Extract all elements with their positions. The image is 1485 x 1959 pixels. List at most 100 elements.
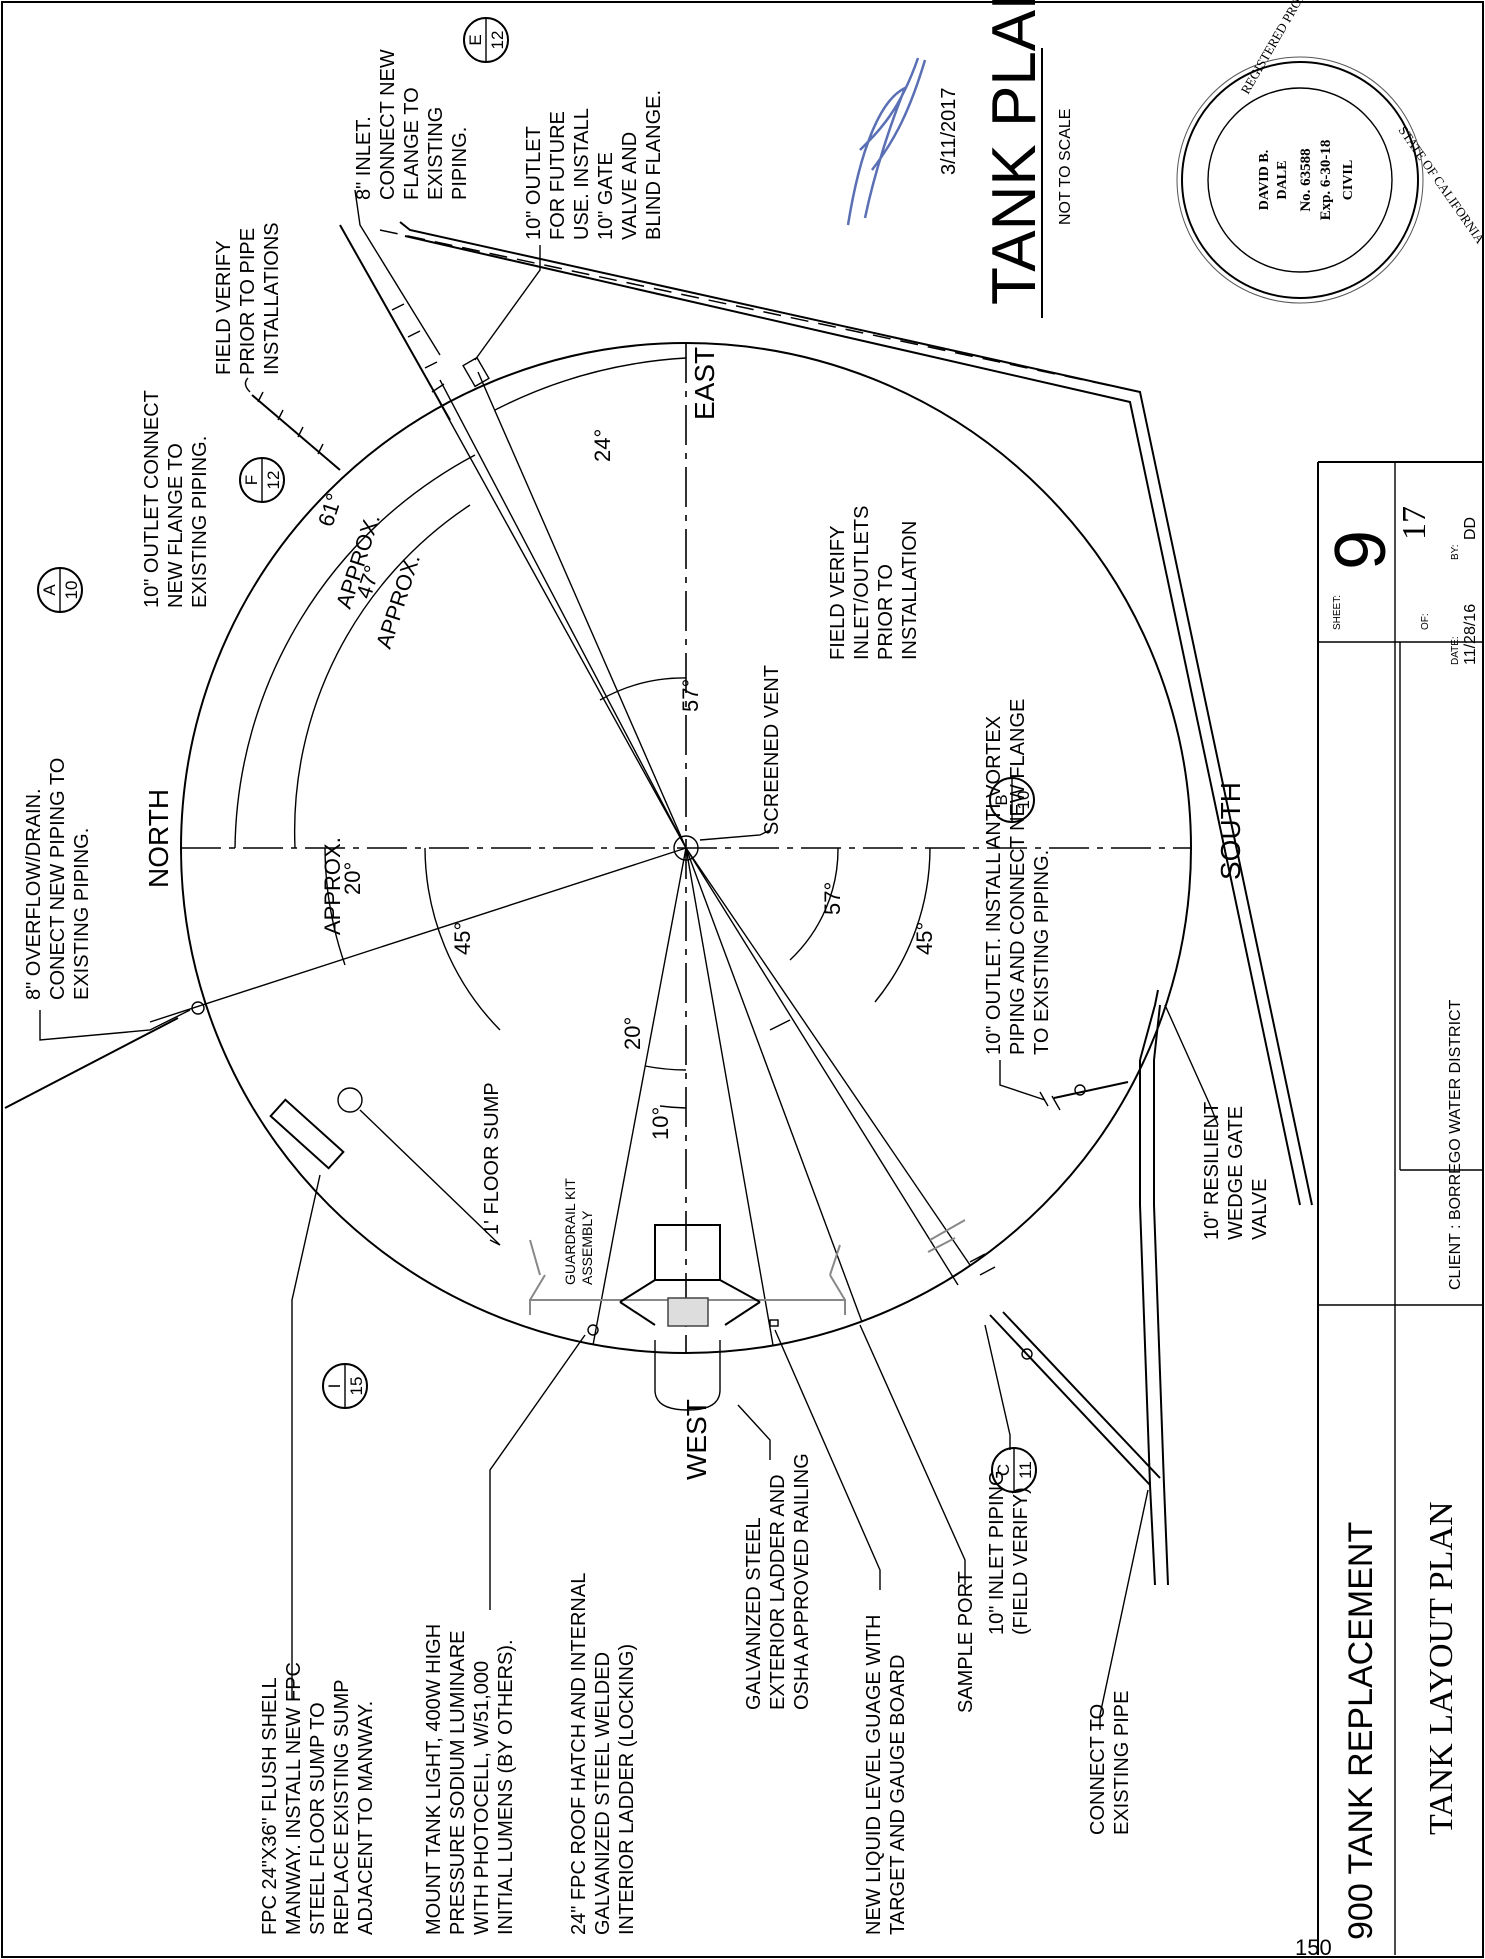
ladder-line-3: OSHA APPROVED RAILING — [791, 1453, 813, 1710]
outlet-ne-fittings — [257, 391, 324, 455]
anti-vortex-line-3: TO EXISTING PIPING. — [1031, 850, 1053, 1055]
callout-anti-vortex: 10" OUTLET. INSTALL ANTI VORTEX PIPING A… — [983, 699, 1053, 1055]
inlet-8-line-4: EXISTING — [425, 107, 447, 200]
seal-name-1: DAVID B. — [1257, 150, 1272, 210]
outlet-ne-pipe — [251, 394, 341, 471]
overflow-pipe — [4, 1017, 179, 1109]
date-label: DATE: — [1450, 636, 1461, 665]
tank-light-line-4: INITIAL LUMENS (BY OTHERS). — [495, 1639, 517, 1935]
level-gauge-line-2: TARGET AND GAUGE BOARD — [887, 1655, 909, 1935]
future-line-3: USE. INSTALL — [571, 108, 593, 240]
sheet-number: 9 — [1321, 530, 1401, 570]
drawing-title: TANK LAYOUT PLAN — [1423, 1501, 1460, 1835]
field-verify-inlets-line-3: PRIOR TO — [875, 564, 897, 660]
overflow-fitting — [191, 1001, 205, 1015]
engineer-seal: REGISTERED PROFESSIONAL ENGINEER STATE O… — [1176, 0, 1485, 304]
overflow-line-3: EXISTING PIPING. — [71, 828, 93, 1000]
arc-47 — [293, 504, 471, 849]
callout-inlet-piping: 10" INLET PIPING (FIELD VERIFY) — [986, 1470, 1032, 1635]
liquid-level-gauge — [769, 1319, 779, 1327]
label-north: NORTH — [143, 789, 174, 888]
callout-inlet-8: 8" INLET. CONNECT NEW FLANGE TO EXISTING… — [353, 49, 471, 200]
by-value: DD — [1462, 517, 1479, 540]
floor-sump-label: 1' FLOOR SUMP — [481, 1082, 503, 1235]
detail-bubble-f: F 12 — [239, 457, 285, 503]
field-verify-inlets-line-2: INLET/OUTLETS — [851, 506, 873, 660]
ladder-line-1: GALVANIZED STEEL — [743, 1517, 765, 1710]
future-line-4: 10" GATE — [595, 152, 617, 240]
title-block: 900 TANK REPLACEMENT TANK LAYOUT PLAN CL… — [1295, 461, 1483, 1959]
detail-bubble-e: E 12 — [463, 17, 509, 63]
plan-title: TANK PLAN — [980, 0, 1049, 305]
detail-a-sheet: 10 — [62, 581, 81, 600]
detail-f-letter: F — [242, 475, 261, 485]
inlet-8-line-5: PIPING. — [449, 127, 471, 200]
seal-outline — [1176, 56, 1424, 304]
project-title: 900 TANK REPLACEMENT — [1342, 1522, 1380, 1940]
seal-license: No. 63588 — [1298, 148, 1314, 211]
manway-line-2: MANWAY. INSTALL NEW FPC — [283, 1662, 305, 1935]
leader-overflow — [39, 1009, 191, 1041]
manway-line-4: REPLACE EXISTING SUMP — [331, 1679, 353, 1935]
guardrail-line-2: ASSEMBLY — [579, 1210, 595, 1285]
inlet-piping-fitting — [1021, 1348, 1033, 1360]
sample-port-label: SAMPLE PORT — [955, 1571, 977, 1713]
anti-vortex-marks — [1039, 1091, 1061, 1111]
callout-manway: FPC 24"X36" FLUSH SHELL MANWAY. INSTALL … — [259, 1662, 377, 1935]
inlet-8-line-2: CONNECT NEW — [377, 49, 399, 200]
future-outlet-valve — [462, 356, 490, 388]
arc-57-ne — [599, 677, 687, 701]
radial-ladder — [685, 847, 774, 1346]
leader-ladder — [737, 1404, 771, 1460]
connect-existing-line-2: EXISTING PIPE — [1111, 1691, 1133, 1835]
screened-vent-symbol — [673, 835, 699, 861]
callout-field-verify-pipe: FIELD VERIFY PRIOR TO PIPE INSTALLATIONS — [213, 222, 283, 375]
future-line-2: FOR FUTURE — [547, 111, 569, 240]
tank-light-line-3: WITH PHOTOCELL, W/51,000 — [471, 1661, 493, 1935]
arc-10-w — [659, 1105, 687, 1109]
label-east: EAST — [689, 347, 720, 420]
angle-45-sw: 45° — [912, 922, 937, 955]
gate-valve-pipe — [1139, 989, 1159, 1061]
callout-roof-hatch: 24" FPC ROOF HATCH AND INTERNAL GALVANIZ… — [568, 1573, 638, 1935]
leader-connect-existing — [1099, 1489, 1149, 1730]
tank-light-line-1: MOUNT TANK LIGHT, 400W HIGH — [423, 1624, 445, 1935]
leader-gate-valve — [1164, 1004, 1219, 1126]
leader-level-gauge — [774, 1329, 881, 1590]
callout-field-verify-inlets: FIELD VERIFY INLET/OUTLETS PRIOR TO INST… — [827, 506, 921, 660]
sheet-total: 17 — [1396, 506, 1433, 540]
signature-date: 3/11/2017 — [938, 88, 960, 176]
angle-57-ne: 57° — [678, 679, 703, 712]
future-line-6: BLIND FLANGE. — [643, 90, 665, 240]
callout-tank-light: MOUNT TANK LIGHT, 400W HIGH PRESSURE SOD… — [423, 1624, 517, 1935]
detail-c-sheet: 11 — [1016, 1461, 1035, 1479]
ladder-line-2: EXTERIOR LADDER AND — [767, 1474, 789, 1710]
roof-hatch-box — [654, 1224, 721, 1281]
leader-floor-sump — [359, 1109, 501, 1246]
detail-bubble-c: C 11 — [991, 1447, 1037, 1493]
callout-outlet-ne: 10" OUTLET CONNECT NEW FLANGE TO EXISTIN… — [141, 390, 211, 608]
detail-bubble-a: A 10 — [37, 567, 83, 613]
field-verify-inlets-line-1: FIELD VERIFY — [827, 526, 849, 660]
leader-screened-vent — [699, 829, 771, 841]
connect-pipe-inner — [1153, 1004, 1169, 1586]
ladder-frame — [619, 1279, 761, 1326]
seal-ring-text-2: STATE OF CALIFORNIA — [1396, 123, 1485, 247]
roof-hatch-line-2: GALVANIZED STEEL WELDED — [592, 1652, 614, 1935]
seal-ring-text: REGISTERED PROFESSIONAL ENGINEER — [1238, 0, 1374, 96]
detail-f-sheet: 12 — [264, 471, 283, 490]
existing-pipe-dashed — [379, 229, 1141, 393]
manway-line-1: FPC 24"X36" FLUSH SHELL — [259, 1677, 281, 1935]
seal-outer-ring — [1181, 61, 1419, 299]
outlet-ne-line-3: EXISTING PIPING. — [189, 436, 211, 608]
leader-manway — [291, 1174, 321, 1700]
anti-vortex-fitting — [1074, 1084, 1086, 1096]
field-verify-pipe-line-2: PRIOR TO PIPE — [237, 228, 259, 375]
callout-connect-existing: CONNECT TO EXISTING PIPE — [1087, 1691, 1133, 1835]
field-verify-inlets-line-4: INSTALLATION — [899, 521, 921, 660]
tank-plan-drawing — [4, 221, 1313, 1586]
callout-ladder: GALVANIZED STEEL EXTERIOR LADDER AND OSH… — [743, 1453, 813, 1710]
anti-vortex-line-1: 10" OUTLET. INSTALL ANTI VORTEX — [983, 716, 1005, 1055]
